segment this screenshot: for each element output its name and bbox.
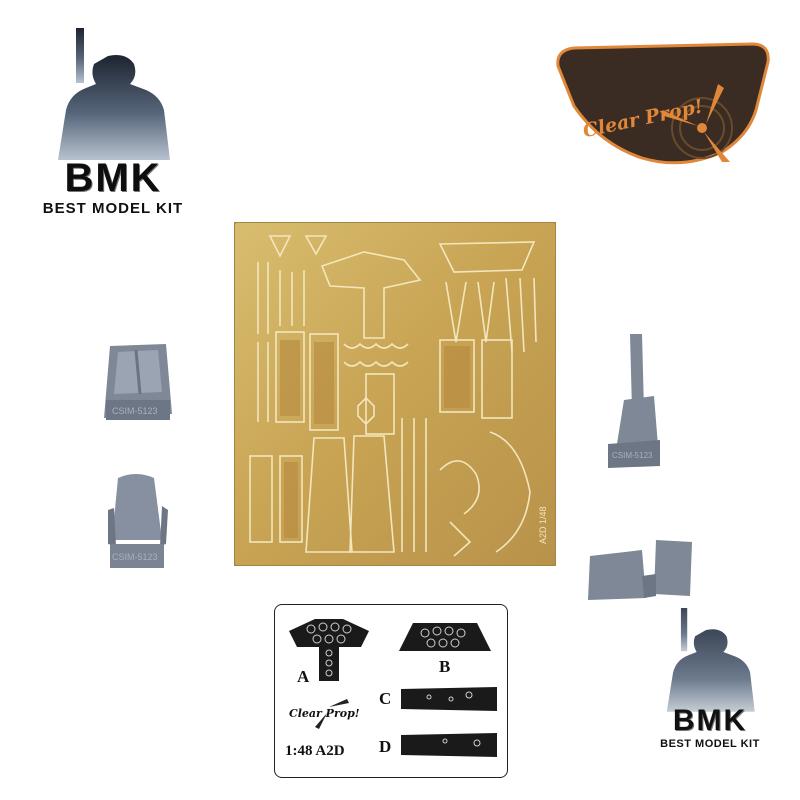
resin-part-lower-left: CSIM-5123 [104,470,170,572]
watermark-bottom-right: BMK BEST MODEL KIT [650,608,770,758]
decal-card-logo-text: Clear Prop! [289,707,360,720]
resin-marking-2: CSIM-5123 [112,552,158,562]
resin-lever-icon: CSIM-5123 [608,334,660,468]
watermark-top-left: BMK BEST MODEL KIT [38,28,188,218]
resin-part-upper-left: CSIM-5123 [100,340,174,424]
clear-prop-badge: Clear Prop! [552,40,774,170]
resin-part-right-low [586,536,694,602]
decal-card-scale: 1:48 A2D [285,743,345,759]
resin-seat-back-icon: CSIM-5123 [104,344,172,420]
decal-label-a: A [297,667,310,686]
decal-instrument-panel-a [289,619,369,681]
clear-prop-small-logo-icon [315,699,349,729]
soldier-silhouette-icon-small [666,608,755,712]
decal-label-d: D [379,737,392,756]
clear-prop-badge-shape [556,42,770,165]
decal-side-console-d [401,733,497,757]
soldier-silhouette-icon [58,28,170,160]
watermark-tagline-small: BEST MODEL KIT [660,738,760,750]
photo-etch-parts: A2D 1/48 [233,221,557,567]
resin-marking-1: CSIM-5123 [112,406,158,416]
photo-etch-fret: A2D 1/48 [233,221,557,567]
decal-label-b: B [439,657,451,676]
photo-etch-marking: A2D 1/48 [538,506,548,544]
decal-label-c: C [379,689,392,708]
decal-card: A B C Clear Prop! D 1:48 A2D [274,604,508,778]
decal-side-console-c [401,687,497,711]
propeller-icon [662,84,733,162]
watermark-logo-text: BMK [64,156,162,200]
watermark-tagline: BEST MODEL KIT [42,200,184,217]
resin-bracket-icon [588,540,692,600]
decal-instrument-panel-b [399,623,491,651]
resin-seat-icon: CSIM-5123 [108,474,168,568]
watermark-logo-text-small: BMK [672,704,748,737]
resin-part-right-tall: CSIM-5123 [606,330,662,470]
resin-marking-3: CSIM-5123 [612,451,653,460]
